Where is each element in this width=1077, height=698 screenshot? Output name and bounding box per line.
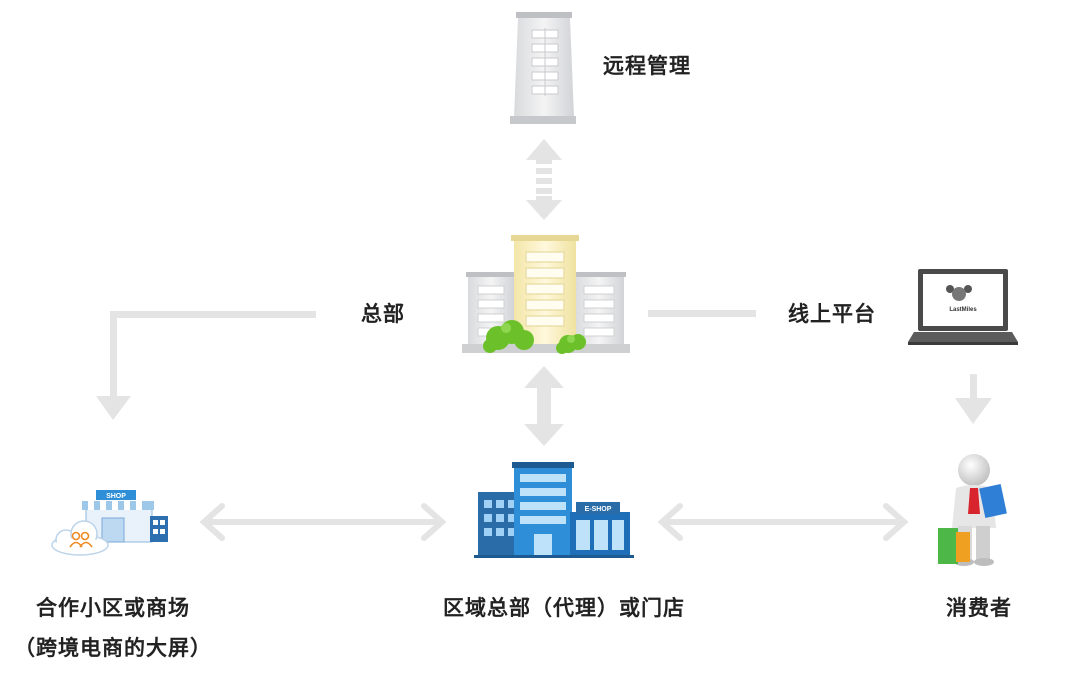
shop-sign: SHOP — [106, 493, 126, 500]
hq-building-icon — [462, 235, 630, 354]
eshop-sign: E-SHOP — [585, 506, 612, 513]
consumer-label: 消费者 — [946, 596, 1012, 620]
connector-hq-community — [96, 311, 316, 420]
community-label-line2: （跨境电商的大屏） — [14, 636, 212, 660]
lastmiles-logo: LastMiles — [946, 285, 977, 313]
arrow-hq-regional — [524, 366, 564, 446]
connector-hq-online — [648, 310, 756, 317]
remote-management-label: 远程管理 — [603, 54, 691, 78]
arrow-regional-consumer — [657, 503, 909, 541]
arrow-community-regional — [199, 503, 447, 541]
regional-building-icon: E-SHOP — [474, 462, 634, 558]
laptop-icon: LastMiles — [908, 269, 1018, 345]
remote-building-icon — [510, 12, 576, 124]
arrow-remote-hq — [526, 139, 562, 220]
regional-store-label: 区域总部（代理）或门店 — [443, 596, 685, 620]
online-platform-label: 线上平台 — [788, 302, 876, 326]
community-label-line1: 合作小区或商场 — [36, 596, 190, 620]
community-cloud-icon — [51, 520, 109, 556]
headquarters-label: 总部 — [361, 302, 405, 326]
arrow-online-consumer — [955, 374, 992, 424]
lastmiles-logo-text: LastMiles — [949, 307, 977, 313]
consumer-icon — [938, 454, 1007, 566]
community-shop-icon: SHOP — [51, 490, 168, 556]
